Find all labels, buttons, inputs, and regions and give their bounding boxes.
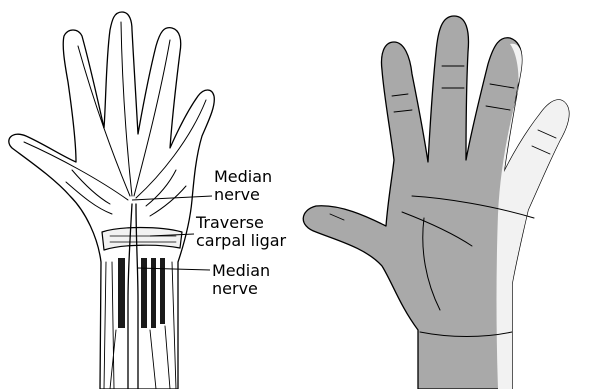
label-carpal-ligament: Traverse carpal ligar (196, 214, 286, 250)
label-carpal-ligament-line2: carpal ligar (196, 232, 286, 250)
left-hand-anatomy (9, 12, 214, 389)
forearm-tendon-1 (118, 258, 125, 328)
label-median-nerve-top-line1: Median (214, 168, 272, 186)
right-hand-shaded (303, 16, 569, 389)
label-median-nerve-top: Median nerve (214, 168, 272, 204)
forearm-tendon-4 (160, 258, 165, 324)
label-median-nerve-top-line2: nerve (214, 186, 272, 204)
label-median-nerve-bottom: Median nerve (212, 262, 270, 298)
label-carpal-ligament-line1: Traverse (196, 214, 286, 232)
label-median-nerve-bottom-line2: nerve (212, 280, 270, 298)
label-median-nerve-bottom-line1: Median (212, 262, 270, 280)
left-hand-outline (9, 12, 214, 389)
